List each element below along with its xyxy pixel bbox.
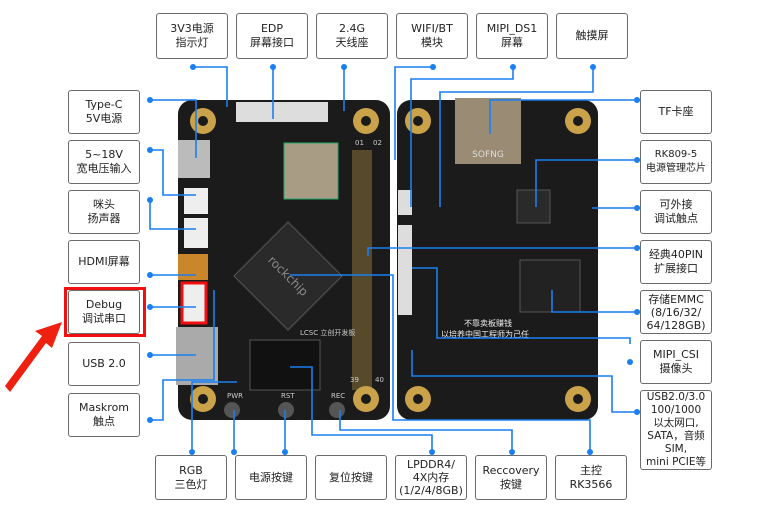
label-emmc: 存储EMMC (8/16/32/ 64/128GB)	[640, 290, 712, 334]
connector-dots	[147, 64, 640, 455]
usb-c-port	[178, 140, 210, 178]
svg-text:以培养中国工程师为己任: 以培养中国工程师为己任	[441, 329, 529, 339]
label-rgb-led: RGB 三色灯	[155, 455, 227, 500]
lpddr4-chip	[249, 339, 321, 391]
debug-highlight	[64, 287, 146, 337]
usb-2-port	[176, 327, 218, 385]
label-mipi-csi: MIPI_CSI 摄像头	[640, 340, 712, 384]
svg-text:01: 01	[355, 139, 364, 147]
connector-lines	[149, 66, 640, 455]
hdmi-port	[178, 254, 208, 280]
label-power-button: 电源按键	[235, 455, 307, 500]
label-wide-voltage: 5~18V 宽电压输入	[68, 140, 140, 184]
rk809-chip	[516, 189, 551, 224]
svg-text:PWR: PWR	[227, 392, 243, 400]
svg-text:LCSC 立创开发板: LCSC 立创开发板	[300, 328, 355, 337]
svg-text:RST: RST	[281, 392, 295, 400]
rk3566-chip	[233, 221, 343, 331]
label-edp: EDP 屏幕接口	[236, 13, 308, 59]
label-tf-card: TF卡座	[640, 90, 712, 134]
svg-text:02: 02	[373, 139, 382, 147]
svg-text:39: 39	[350, 376, 359, 384]
label-antenna: 2.4G 天线座	[316, 13, 388, 59]
label-touchscreen: 触摸屏	[556, 13, 628, 59]
label-hdmi: HDMI屏幕	[68, 240, 140, 284]
wifi-module	[283, 142, 339, 200]
label-debug-pads: 可外接 调试触点	[640, 190, 712, 234]
label-main-soc: 主控 RK3566	[555, 455, 627, 500]
label-wifi-bt: WIFI/BT 模块	[396, 13, 468, 59]
label-expansion: USB2.0/3.0 100/1000 以太网口, SATA，音频 SIM, m…	[640, 390, 712, 470]
svg-text:REC: REC	[331, 392, 345, 400]
label-mic-speaker: 咪头 扬声器	[68, 190, 140, 234]
board-back: SOFNG 不靠卖板赚钱 以培养中国工程师为己任	[397, 98, 598, 420]
label-maskrom: Maskrom 触点	[68, 393, 140, 437]
label-reset-button: 复位按键	[315, 455, 387, 500]
debug-port	[180, 281, 208, 325]
label-type-c: Type-C 5V电源	[68, 90, 140, 134]
label-rk809: RK809-5 电源管理芯片	[640, 140, 712, 184]
label-recovery-button: Reccovery 按键	[475, 455, 547, 500]
label-debug: Debug 调试串口	[68, 290, 140, 334]
label-usb2: USB 2.0	[68, 342, 140, 386]
tf-card-slot	[455, 98, 521, 164]
emmc-chip	[519, 259, 581, 313]
label-lpddr4: LPDDR4/ 4X内存 (1/2/4/8GB)	[395, 455, 467, 500]
svg-text:SOFNG: SOFNG	[472, 150, 504, 160]
label-3v3-led: 3V3电源 指示灯	[156, 13, 228, 59]
label-mipi-dsi: MIPI_DS1 屏幕	[476, 13, 548, 59]
edp-connector	[236, 102, 328, 122]
label-40pin: 经典40PIN 扩展接口	[640, 240, 712, 284]
svg-text:40: 40	[375, 376, 384, 384]
svg-text:不靠卖板赚钱: 不靠卖板赚钱	[464, 318, 512, 328]
red-arrow-icon	[5, 322, 62, 392]
